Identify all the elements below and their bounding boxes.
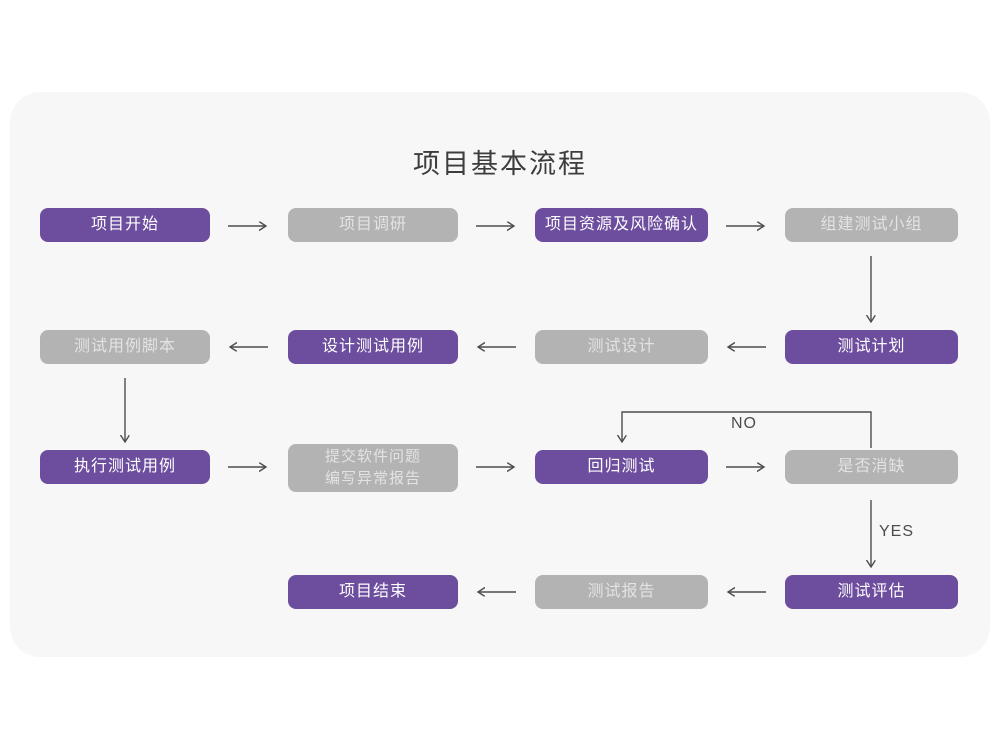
flow-node-project-start: 项目开始 bbox=[40, 208, 210, 242]
flow-node-build-test-team: 组建测试小组 bbox=[785, 208, 958, 242]
flow-node-defect-cleared: 是否消缺 bbox=[785, 450, 958, 484]
flow-node-design-test-cases: 设计测试用例 bbox=[288, 330, 458, 364]
flowchart-card bbox=[10, 92, 990, 657]
flow-node-run-test-cases: 执行测试用例 bbox=[40, 450, 210, 484]
flow-node-test-case-script: 测试用例脚本 bbox=[40, 330, 210, 364]
flow-node-test-plan: 测试计划 bbox=[785, 330, 958, 364]
edge-label-yes: YES bbox=[879, 523, 915, 540]
flow-node-resources-risk: 项目资源及风险确认 bbox=[535, 208, 708, 242]
flow-node-test-design: 测试设计 bbox=[535, 330, 708, 364]
flow-node-test-report: 测试报告 bbox=[535, 575, 708, 609]
edge-label-no: NO bbox=[731, 415, 757, 432]
flow-node-test-evaluation: 测试评估 bbox=[785, 575, 958, 609]
flow-node-project-research: 项目调研 bbox=[288, 208, 458, 242]
page-title: 项目基本流程 bbox=[413, 149, 587, 179]
flow-node-submit-issue-report: 提交软件问题 编写异常报告 bbox=[288, 444, 458, 492]
flow-node-regression-test: 回归测试 bbox=[535, 450, 708, 484]
flow-node-project-end: 项目结束 bbox=[288, 575, 458, 609]
